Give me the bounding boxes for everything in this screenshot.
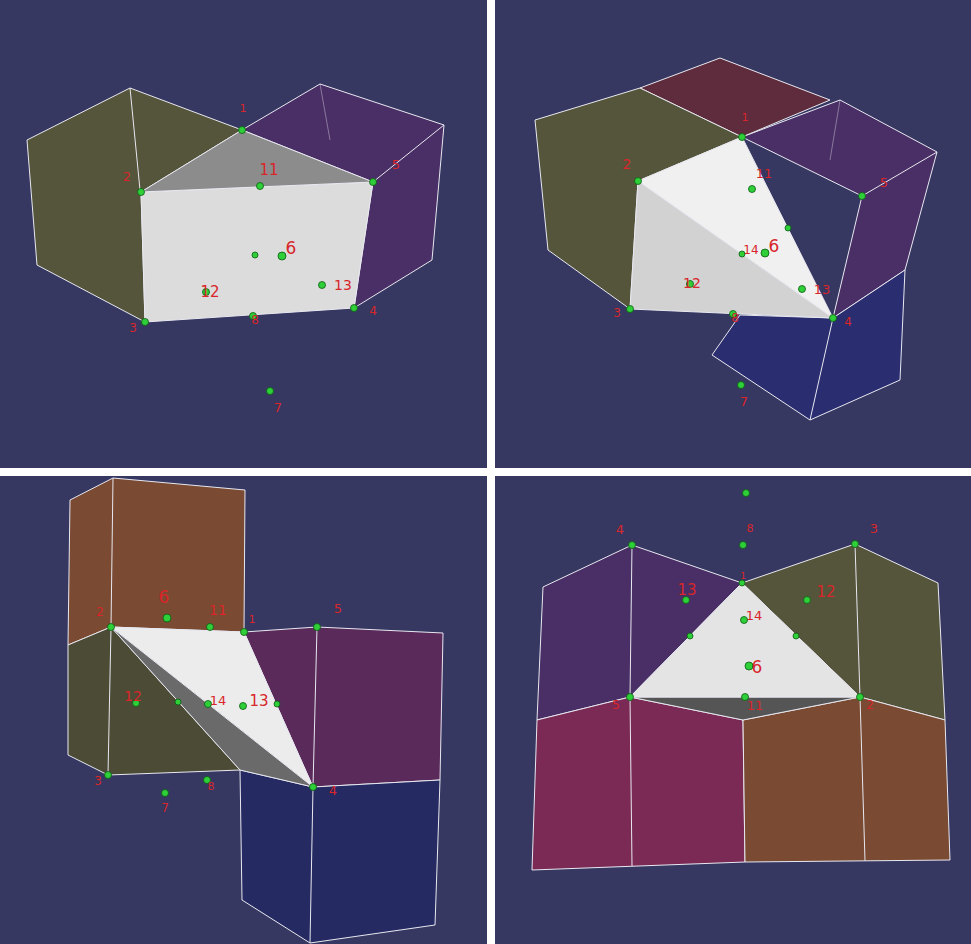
callout-number: 7 [161, 802, 169, 814]
callout-number: 11 [756, 167, 773, 180]
callout-number: 8 [747, 523, 754, 534]
callout-number: 13 [677, 583, 696, 598]
callout-number: 2 [623, 157, 632, 171]
callout-number: 14 [746, 609, 763, 622]
callout-number: 12 [200, 285, 219, 300]
callout-number: 1 [249, 614, 256, 625]
callout-number: 11 [747, 699, 764, 712]
callout-number: 8 [731, 312, 739, 324]
callout-number: 2 [96, 606, 104, 618]
callout-number: 2 [123, 170, 131, 183]
callout-number: 4 [616, 523, 624, 536]
callout-number: 5 [880, 176, 888, 189]
callout-number: 3 [94, 775, 102, 787]
callout-number: 8 [251, 314, 259, 326]
callout-number: 3 [129, 322, 137, 334]
callout-number: 12 [683, 276, 701, 290]
callout-number: 8 [208, 781, 215, 792]
callout-number: 7 [740, 395, 748, 408]
callout-number: 14 [210, 694, 227, 707]
callout-number: 6 [159, 589, 170, 606]
callout-number: 13 [249, 694, 268, 709]
callout-number: 6 [752, 659, 763, 676]
callout-number: 4 [369, 305, 377, 317]
callout-number: 5 [612, 699, 620, 711]
callout-number: 12 [124, 689, 142, 703]
callout-number: 6 [769, 238, 780, 255]
callout-number: 4 [844, 316, 852, 328]
callout-number: 12 [816, 585, 835, 600]
callout-number: 11 [259, 163, 278, 178]
callout-number: 4 [329, 784, 337, 797]
callout-number: 11 [209, 603, 227, 617]
callout-number: 7 [274, 401, 282, 414]
callout-number: 1 [742, 112, 749, 123]
callout-number: 3 [870, 522, 878, 535]
callout-number: 13 [814, 283, 831, 296]
callout-number: 5 [392, 158, 400, 171]
callout-number: 1 [240, 103, 247, 114]
callout-number: 1 [740, 572, 746, 581]
callout-number: 6 [286, 240, 297, 257]
callout-number: 5 [334, 602, 342, 615]
callout-number: 14 [743, 244, 758, 256]
callout-number: 2 [866, 699, 874, 711]
callout-number: 13 [334, 278, 352, 292]
callout-number: 3 [613, 307, 621, 319]
